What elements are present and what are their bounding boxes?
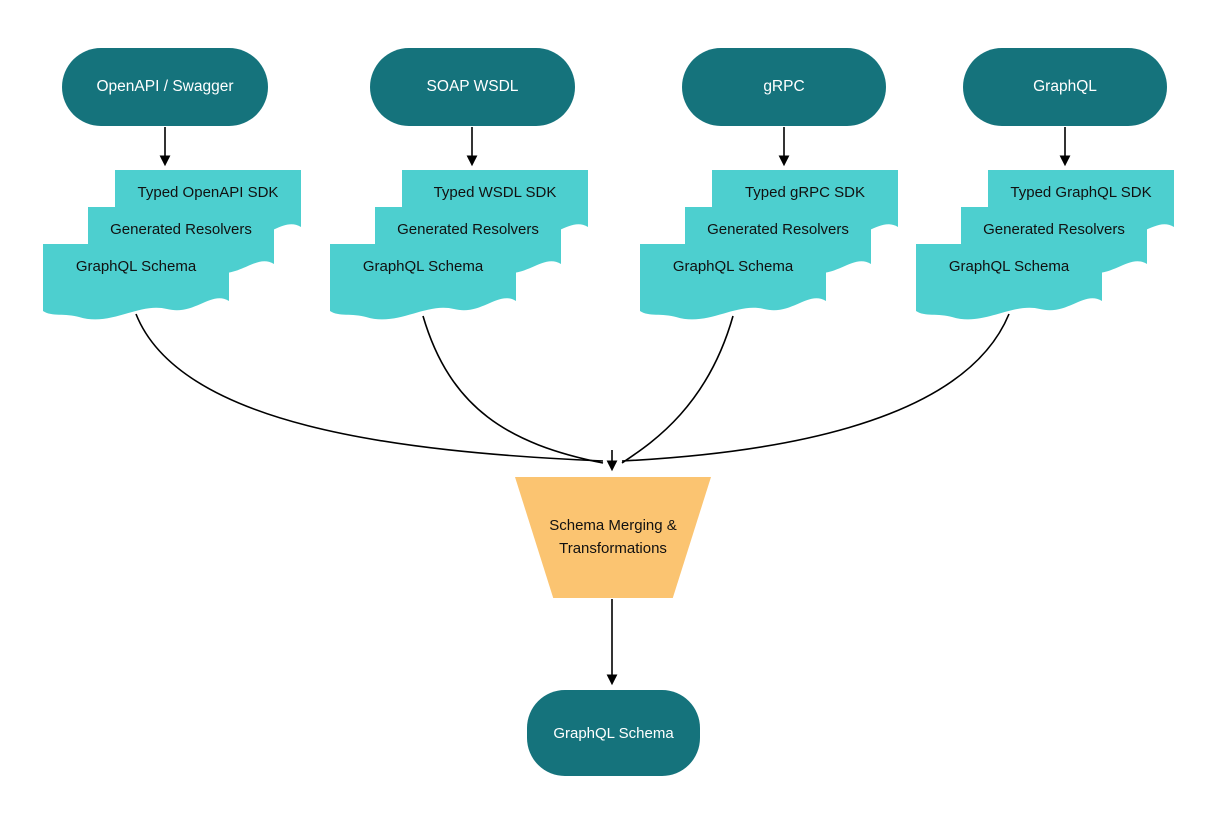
final-label: GraphQL Schema bbox=[553, 724, 674, 742]
curve-stack3-to-merge bbox=[621, 315, 734, 464]
document-shape bbox=[330, 244, 516, 322]
document-shape bbox=[916, 244, 1102, 322]
source-label: OpenAPI / Swagger bbox=[96, 78, 234, 95]
doc-node-graphql-schema-3: GraphQL Schema bbox=[640, 244, 826, 322]
source-node-grpc: gRPC bbox=[682, 48, 886, 126]
doc-node-graphql-schema-4: GraphQL Schema bbox=[916, 244, 1102, 322]
doc-node-generated-resolvers-2: Generated Resolvers bbox=[375, 207, 561, 285]
doc-node-typed-openapi-sdk: Typed OpenAPI SDK bbox=[115, 170, 301, 248]
doc-node-generated-resolvers-1: Generated Resolvers bbox=[88, 207, 274, 285]
doc-node-graphql-schema-2: GraphQL Schema bbox=[330, 244, 516, 322]
doc-label: Generated Resolvers bbox=[110, 221, 252, 238]
document-shape bbox=[640, 244, 826, 322]
merge-node-schema-merging: Schema Merging & Transformations bbox=[515, 477, 711, 598]
doc-label: GraphQL Schema bbox=[75, 258, 197, 275]
doc-label: Generated Resolvers bbox=[983, 221, 1125, 238]
document-shape bbox=[43, 244, 229, 322]
final-node-graphql-schema: GraphQL Schema bbox=[527, 690, 700, 776]
doc-label: Generated Resolvers bbox=[397, 221, 539, 238]
doc-node-graphql-schema-1: GraphQL Schema bbox=[43, 244, 229, 322]
source-label: gRPC bbox=[763, 78, 805, 95]
doc-node-typed-graphql-sdk: Typed GraphQL SDK bbox=[988, 170, 1174, 248]
merge-label: Schema Merging & Transformations bbox=[549, 517, 677, 557]
source-node-openapi: OpenAPI / Swagger bbox=[62, 48, 268, 126]
doc-label: Typed GraphQL SDK bbox=[1010, 184, 1152, 201]
curve-stack4-to-merge bbox=[621, 313, 1010, 462]
doc-label: GraphQL Schema bbox=[672, 258, 794, 275]
doc-label: Typed WSDL SDK bbox=[433, 184, 557, 201]
doc-label: GraphQL Schema bbox=[362, 258, 484, 275]
doc-label: Typed gRPC SDK bbox=[744, 184, 866, 201]
doc-node-typed-wsdl-sdk: Typed WSDL SDK bbox=[402, 170, 588, 248]
source-label: SOAP WSDL bbox=[426, 78, 519, 95]
curve-stack2-to-merge bbox=[422, 315, 604, 464]
source-label: GraphQL bbox=[1033, 78, 1097, 95]
doc-node-generated-resolvers-4: Generated Resolvers bbox=[961, 207, 1147, 285]
doc-label: Generated Resolvers bbox=[707, 221, 849, 238]
doc-label: GraphQL Schema bbox=[948, 258, 1070, 275]
doc-node-typed-grpc-sdk: Typed gRPC SDK bbox=[712, 170, 898, 248]
doc-label: Typed OpenAPI SDK bbox=[137, 184, 279, 201]
curve-stack1-to-merge bbox=[135, 313, 604, 462]
source-node-soap-wsdl: SOAP WSDL bbox=[370, 48, 575, 126]
doc-node-generated-resolvers-3: Generated Resolvers bbox=[685, 207, 871, 285]
source-node-graphql: GraphQL bbox=[963, 48, 1167, 126]
